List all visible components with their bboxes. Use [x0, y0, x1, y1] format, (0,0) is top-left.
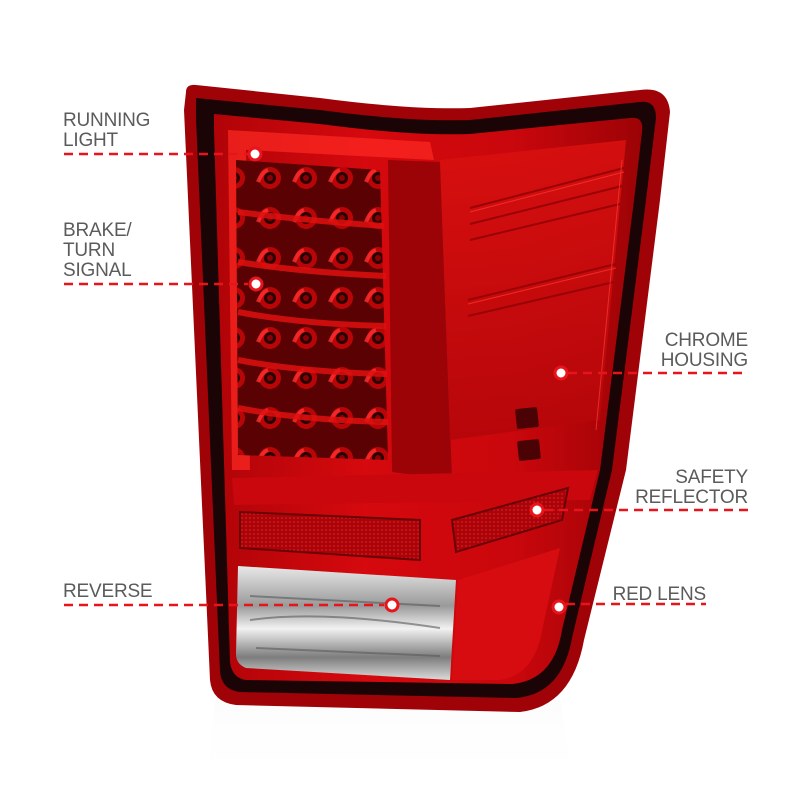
red-lens-lower — [452, 548, 560, 680]
left-reflector — [239, 510, 421, 562]
right-lens-panel — [440, 140, 626, 440]
label-brake-turn-signal: BRAKE/ TURN SIGNAL — [63, 220, 132, 281]
callout-lines — [64, 152, 748, 607]
label-red-lens: RED LENS — [612, 584, 707, 605]
mount-boss-lower — [517, 439, 541, 461]
label-chrome-housing: CHROME HOUSING — [660, 330, 748, 371]
dot-running-light — [247, 146, 263, 162]
led-dividers — [237, 209, 389, 425]
reverse-reflector-facets — [249, 595, 441, 657]
dot-safety-reflector — [529, 502, 545, 518]
mount-boss-upper — [515, 407, 539, 429]
dot-chrome-housing — [553, 365, 569, 381]
label-safety-reflector: SAFETY REFLECTOR — [635, 467, 748, 508]
dot-reverse — [384, 597, 400, 613]
label-running-light: RUNNING LIGHT — [63, 110, 151, 151]
reverse-lens — [236, 566, 456, 680]
lower-bar — [232, 470, 598, 505]
inner-channel — [388, 160, 452, 480]
dot-brake-turn — [248, 276, 264, 292]
led-array — [236, 160, 388, 460]
panel-ribs — [467, 167, 625, 317]
floor-reflection — [205, 700, 575, 790]
callout-dots — [247, 146, 569, 615]
dot-red-lens — [551, 599, 567, 615]
label-reverse: REVERSE — [63, 581, 153, 602]
